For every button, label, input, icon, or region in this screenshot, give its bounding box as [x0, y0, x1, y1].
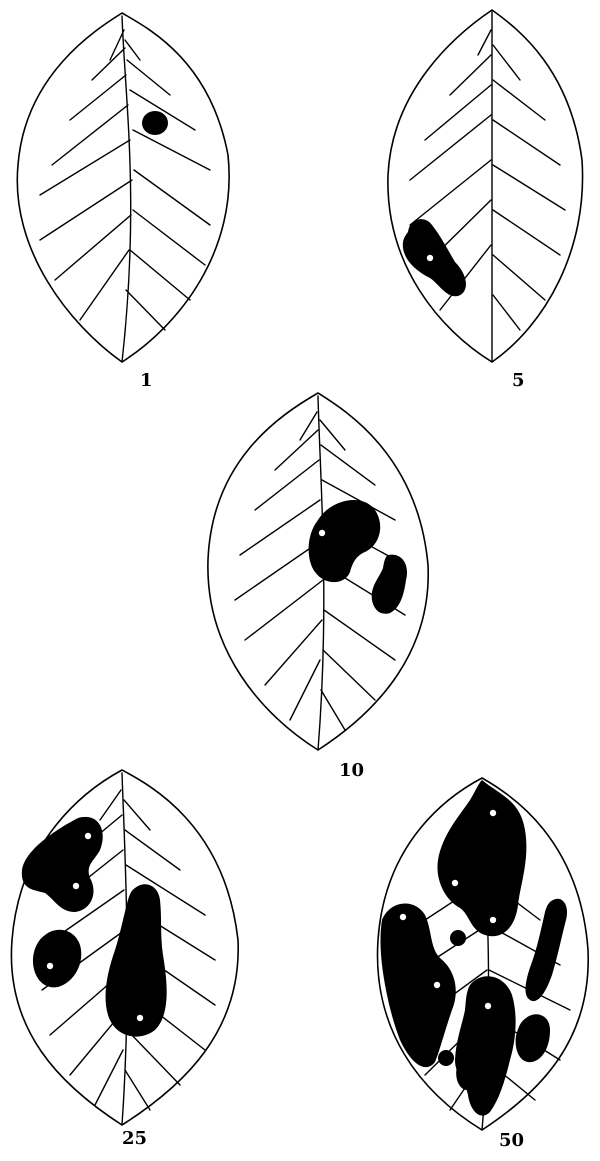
leaf-50: [377, 778, 588, 1130]
spore: [400, 914, 407, 921]
severity-label-25: 25: [122, 1130, 147, 1148]
severity-label-5: 5: [512, 372, 525, 390]
spore: [319, 530, 326, 537]
severity-label-50: 50: [499, 1132, 524, 1150]
spore: [452, 880, 459, 887]
leaf-1: [17, 13, 229, 362]
spore: [490, 917, 497, 924]
spore: [427, 255, 434, 262]
spore: [490, 810, 497, 817]
leaf-10: [208, 393, 428, 750]
lesion: [450, 930, 466, 946]
spore: [485, 1003, 492, 1010]
lesion: [142, 111, 168, 135]
leaf-1-outline: [17, 13, 229, 362]
spore: [85, 833, 92, 840]
leaf-25: [11, 770, 238, 1125]
leaf-5-outline: [388, 10, 583, 362]
spore: [137, 1015, 144, 1022]
lesion: [438, 1050, 454, 1066]
severity-label-1: 1: [140, 372, 153, 390]
leaf-5: [388, 10, 583, 362]
leaf-1-lesions: [142, 111, 168, 135]
spore: [73, 883, 80, 890]
spore: [47, 963, 54, 970]
severity-label-10: 10: [339, 762, 364, 780]
spore: [434, 982, 441, 989]
